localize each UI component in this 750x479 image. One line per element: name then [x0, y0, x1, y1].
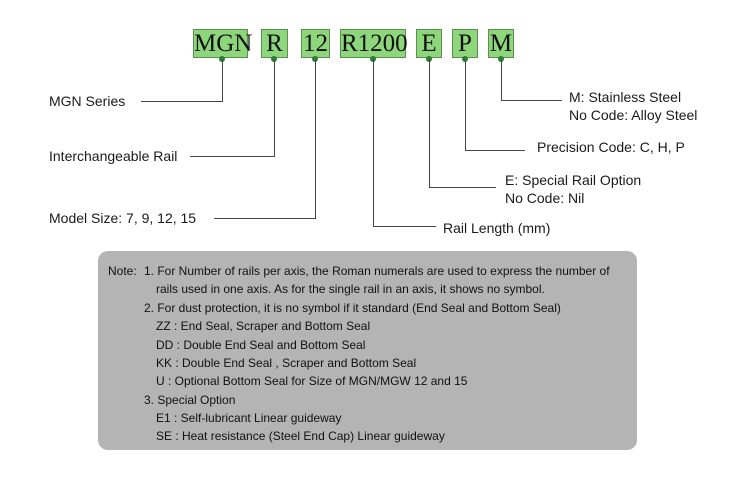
connector-line-precision-v: [465, 60, 466, 150]
code-size: 12: [301, 29, 330, 58]
label-precision: Precision Code: C, H, P: [537, 139, 685, 155]
connector-dot-option: [426, 56, 432, 62]
label-length: Rail Length (mm): [443, 220, 551, 236]
note-line: U : Optional Bottom Seal for Size of MGN…: [156, 374, 468, 388]
connector-dot-rail: [271, 56, 277, 62]
connector-dot-precision: [462, 56, 468, 62]
note-line: E1 : Self-lubricant Linear guideway: [156, 411, 342, 425]
connector-line-option-v: [429, 60, 430, 187]
label-series: MGN Series: [49, 93, 126, 109]
note-line: KK : Double End Seal , Scraper and Botto…: [156, 356, 417, 370]
connector-line-series-h: [141, 101, 223, 102]
code-length: R1200: [340, 29, 408, 58]
connector-dot-material: [498, 56, 504, 62]
connector-dot-series: [219, 56, 225, 62]
connector-line-rail-v: [274, 60, 275, 156]
connector-line-precision-h: [465, 150, 525, 151]
connector-line-series-v: [222, 60, 223, 101]
connector-line-length-v: [373, 60, 374, 226]
connector-line-material-h: [501, 100, 562, 101]
label-option-1: E: Special Rail Option: [505, 172, 642, 188]
connector-line-length-h: [373, 226, 436, 227]
note-line: rails used in one axis. As for the singl…: [156, 282, 545, 296]
label-material-2: No Code: Alloy Steel: [569, 107, 698, 123]
connector-dot-length: [370, 56, 376, 62]
note-line: ZZ : End Seal, Scraper and Bottom Seal: [156, 319, 371, 333]
connector-line-size-h: [214, 218, 316, 219]
label-option-2: No Code: Nil: [505, 190, 585, 206]
label-rail: Interchangeable Rail: [49, 148, 178, 164]
code-series: MGN: [193, 29, 253, 58]
note-line: 3. Special Option: [144, 393, 236, 407]
label-material-1: M: Stainless Steel: [569, 89, 682, 105]
connector-line-option-h: [429, 187, 496, 188]
code-option: E: [416, 29, 442, 58]
note-title: Note:: [108, 264, 137, 278]
label-size: Model Size: 7, 9, 12, 15: [49, 210, 197, 226]
code-precision: P: [452, 29, 478, 58]
code-material: M: [488, 29, 514, 58]
note-box: Note: 1. For Number of rails per axis, t…: [98, 251, 637, 450]
note-line: 1. For Number of rails per axis, the Rom…: [144, 264, 610, 278]
code-rail: R: [261, 29, 288, 58]
note-line: SE : Heat resistance (Steel End Cap) Lin…: [156, 429, 445, 443]
connector-line-material-v: [501, 60, 502, 100]
connector-line-size-v: [315, 60, 316, 218]
connector-line-rail-h: [190, 156, 275, 157]
note-line: DD : Double End Seal and Bottom Seal: [156, 338, 366, 352]
note-line: 2. For dust protection, it is no symbol …: [144, 301, 561, 315]
connector-dot-size: [312, 56, 318, 62]
